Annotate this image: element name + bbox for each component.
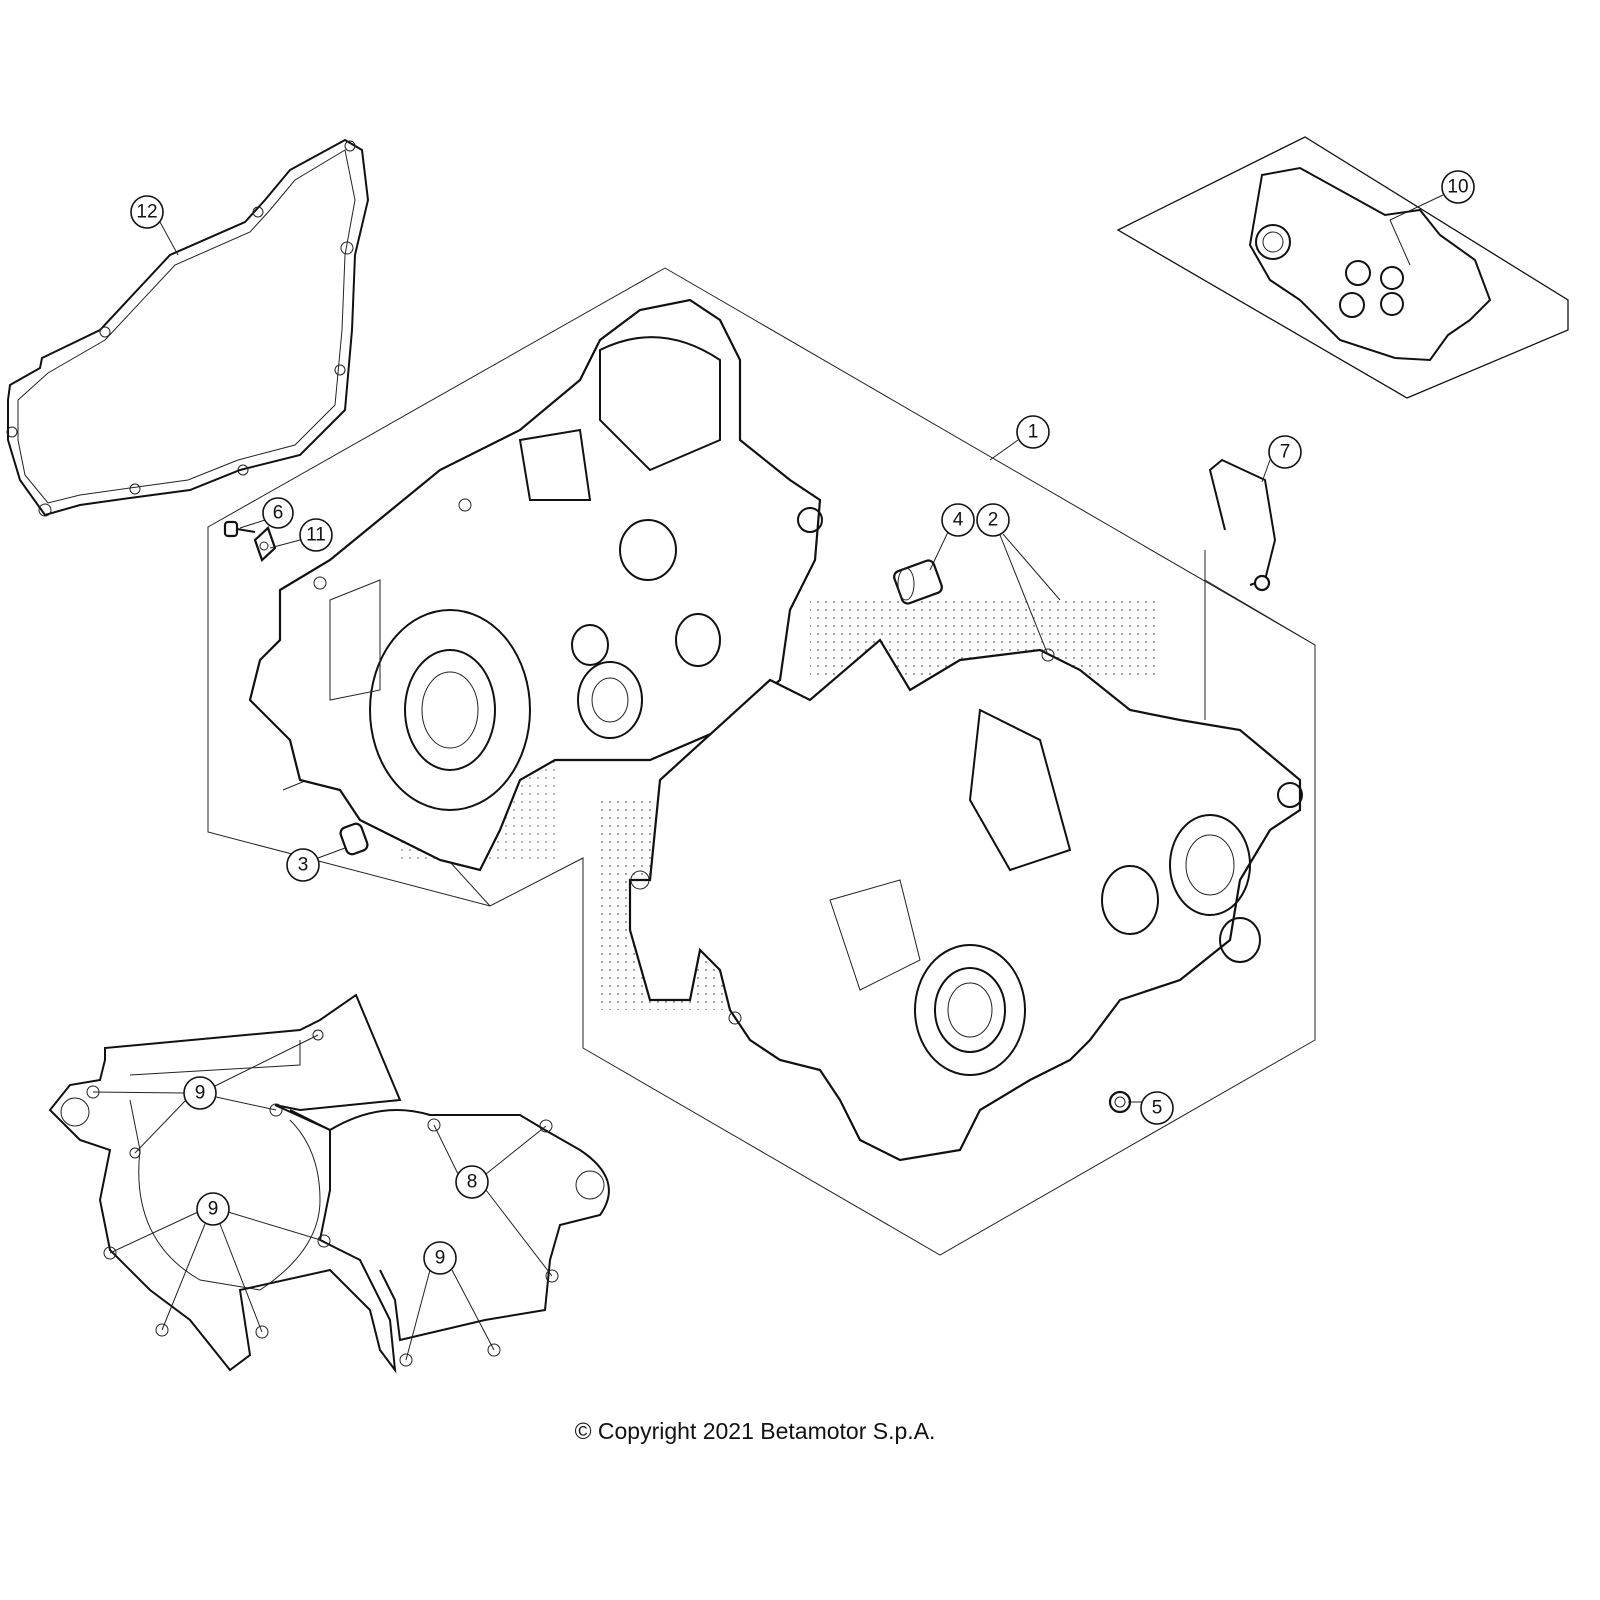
crankcase-gasket[interactable] <box>48 993 610 1374</box>
gasket-bolt-holes <box>86 1029 559 1367</box>
callout-5[interactable]: 5 <box>1140 1091 1174 1125</box>
svg-text:12: 12 <box>136 202 157 223</box>
callout-9[interactable]: 9 <box>196 1192 230 1226</box>
screw-6[interactable] <box>223 520 256 538</box>
wire-clamp-7[interactable] <box>1208 458 1277 592</box>
svg-text:7: 7 <box>1280 442 1291 463</box>
crankcase-right-half[interactable] <box>628 638 1303 1162</box>
callout-12[interactable]: 12 <box>130 195 164 229</box>
callout-10[interactable]: 10 <box>1441 170 1475 204</box>
callout-7[interactable]: 7 <box>1268 435 1302 469</box>
gasket-bolt-holes <box>6 140 356 517</box>
bushing-3[interactable] <box>339 822 369 856</box>
callout-9[interactable]: 9 <box>423 1241 457 1275</box>
clutch-cover-gasket[interactable] <box>7 138 370 517</box>
svg-text:5: 5 <box>1152 1098 1163 1119</box>
svg-text:3: 3 <box>298 855 309 876</box>
svg-text:9: 9 <box>195 1083 206 1104</box>
callout-8[interactable]: 8 <box>455 1165 489 1199</box>
callout-11[interactable]: 11 <box>299 518 333 552</box>
callout-4[interactable]: 4 <box>941 503 975 537</box>
callout-6[interactable]: 6 <box>262 497 294 529</box>
plug-5[interactable] <box>1108 1090 1132 1114</box>
gasket-kit[interactable] <box>1116 136 1569 399</box>
callout-2[interactable]: 2 <box>976 503 1010 537</box>
callout-3[interactable]: 3 <box>286 848 320 882</box>
callout-1[interactable]: 1 <box>1016 415 1050 449</box>
assembly-boundary <box>207 267 1316 1256</box>
svg-text:9: 9 <box>208 1199 219 1220</box>
svg-text:11: 11 <box>306 525 326 546</box>
svg-text:2: 2 <box>988 510 999 531</box>
bushing-4[interactable] <box>892 559 943 605</box>
svg-text:8: 8 <box>467 1172 478 1193</box>
svg-text:9: 9 <box>435 1248 446 1269</box>
callout-9[interactable]: 9 <box>183 1076 217 1110</box>
svg-text:6: 6 <box>273 503 284 524</box>
leader-lines <box>92 194 1444 1361</box>
svg-text:10: 10 <box>1447 177 1468 198</box>
svg-text:4: 4 <box>953 510 964 531</box>
svg-text:1: 1 <box>1028 422 1039 443</box>
clip-11[interactable] <box>253 526 277 562</box>
copyright-notice: © Copyright 2021 Betamotor S.p.A. <box>574 1418 936 1444</box>
